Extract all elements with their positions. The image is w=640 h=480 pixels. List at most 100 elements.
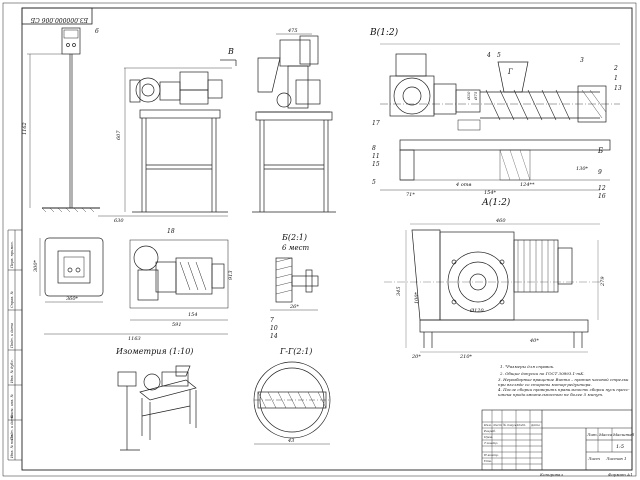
isometry-view — [117, 365, 197, 451]
tb-sheets: Листов 1 — [605, 456, 627, 461]
tb-row-2: № докум. — [502, 423, 518, 427]
side-stamp-1: Справ. № — [10, 290, 14, 308]
view-gg-label: Г-Г(2:1) — [279, 347, 312, 356]
side-stamp-4: Взам. инв. № — [10, 393, 14, 419]
plan-view-press — [44, 239, 229, 335]
note-4: 4. После сборки проверить правильность с… — [498, 387, 630, 397]
dim-b-d2: Ø75 — [473, 91, 478, 101]
tb-scale: Масштаб — [612, 432, 635, 437]
tb-row-8: Н.контр. — [483, 453, 499, 457]
dim-sec-26: 26* — [289, 304, 299, 310]
view-bsec-label: Б(2:1) — [281, 233, 307, 242]
tb-row-7: Т.контр. — [484, 441, 498, 445]
callout-17: 17 — [372, 120, 380, 127]
side-stamp-2: Подп. и дата — [10, 323, 14, 349]
dim-front-width: 630 — [114, 218, 124, 224]
callout-8: 8 — [372, 145, 376, 152]
section-gg-view — [253, 361, 331, 445]
callout-7: 7 — [270, 317, 274, 324]
dim-b-h: 130* — [576, 166, 589, 172]
doc-code-box — [21, 7, 93, 25]
tb-copied: Копировал — [539, 472, 563, 477]
dim-front-height: 1162 — [22, 122, 28, 135]
tb-sheet: Лист — [587, 456, 600, 461]
note-2: 2. Общие допуски по ГОСТ 30893.1-mK. — [499, 371, 584, 376]
callout-14: 14 — [270, 333, 278, 340]
tb-row-5: Разраб. — [483, 429, 496, 433]
side-view — [252, 33, 336, 213]
dim-a-l2: 210* — [459, 354, 473, 360]
dim-a-h3: 100* — [414, 291, 420, 304]
side-stamp-column — [7, 229, 22, 461]
tb-mass: Масса — [598, 432, 613, 437]
dim-plan-small: 154 — [188, 312, 198, 318]
tb-row-3: Подп. — [516, 423, 526, 427]
dim-a-d: Ø120 — [469, 307, 484, 314]
view-bsec-sublabel: 6 мест — [282, 244, 310, 252]
side-marker: Б — [597, 147, 603, 155]
dim-side-top: 475 — [287, 28, 298, 34]
notes-wrap: 3. Неразборные вращение Винта – против ч… — [498, 377, 630, 397]
tb-row-6: Пров. — [483, 435, 493, 439]
front-view-stand — [27, 27, 100, 213]
front-dimensions — [98, 68, 228, 217]
dim-front-mid: 607 — [116, 130, 122, 140]
view-b-section — [380, 43, 620, 191]
callout-2: 2 — [613, 65, 618, 72]
section-b-view — [270, 257, 319, 311]
callout-10: 10 — [270, 325, 278, 332]
front-marker: В — [227, 47, 234, 56]
tb-lit: Лит. — [586, 432, 598, 437]
note-3: 3. Неразборные вращение Винта – против ч… — [498, 377, 629, 387]
callout-11: 11 — [372, 153, 380, 160]
tb-row-4: Дата — [530, 423, 540, 427]
dim-b-d1: Ø30 — [466, 91, 471, 101]
view-b-label: В(1:2) — [369, 27, 399, 38]
tb-row-9: Утв. — [484, 459, 492, 463]
isometry-label: Изометрия (1:10) — [115, 347, 193, 356]
view-a-label: А(1:2) — [481, 197, 511, 208]
plan-view-plate — [39, 237, 104, 303]
technical-notes: 1. *Размеры для справок. 2. Общие допуск… — [498, 364, 630, 397]
tb-row-0: Изм. — [483, 423, 492, 427]
dim-b-len1: 71* — [406, 192, 415, 198]
dim-b-len2: 124** — [520, 182, 535, 188]
callout-13: 13 — [614, 85, 622, 92]
dim-plan-height: 300* — [33, 259, 39, 272]
dim-plan-width: 360* — [66, 296, 79, 302]
callout-3: 3 — [580, 57, 584, 64]
side-stamp-5: Подп. и дата — [10, 415, 14, 441]
tb-scale-value: 1:5 — [616, 444, 624, 450]
callout-4: 4 — [486, 52, 491, 59]
callout-12: 12 — [598, 185, 606, 192]
side-stamp-3: Инв. № дубл. — [10, 359, 14, 384]
callout-5b: 5 — [372, 179, 376, 186]
callout-6: 6 — [95, 28, 99, 35]
dim-a-h2: 279 — [600, 276, 606, 287]
cut-marker: Г — [507, 68, 513, 76]
note-1: 1. *Размеры для справок. — [500, 364, 554, 369]
inner-frame — [21, 7, 633, 471]
tb-row-1: Лист — [492, 423, 502, 427]
view-a — [384, 223, 600, 353]
side-stamp-6: Инв. № подл. — [10, 434, 14, 459]
doc-code-rotated: БЗ.000000.006 СБ — [30, 16, 89, 23]
callout-16: 16 — [598, 193, 606, 200]
dim-gg-43: 43 — [287, 438, 294, 444]
callout-5: 5 — [497, 52, 501, 59]
side-stamp-0: Перв. примен. — [10, 241, 14, 269]
dim-b-step: 4 отв — [455, 182, 472, 188]
tb-format: Формат А1 — [608, 472, 633, 477]
dim-plan-total2: 1163 — [128, 336, 141, 342]
dim-b-len3: 154* — [484, 190, 497, 196]
dim-a-l3: 40* — [529, 338, 539, 344]
callout-18: 18 — [167, 228, 175, 235]
title-block — [481, 409, 633, 471]
front-view-press — [124, 59, 237, 213]
dim-a-h1: 345 — [396, 286, 402, 296]
callout-9: 9 — [598, 169, 602, 176]
dim-plan-total: 591 — [172, 322, 182, 328]
